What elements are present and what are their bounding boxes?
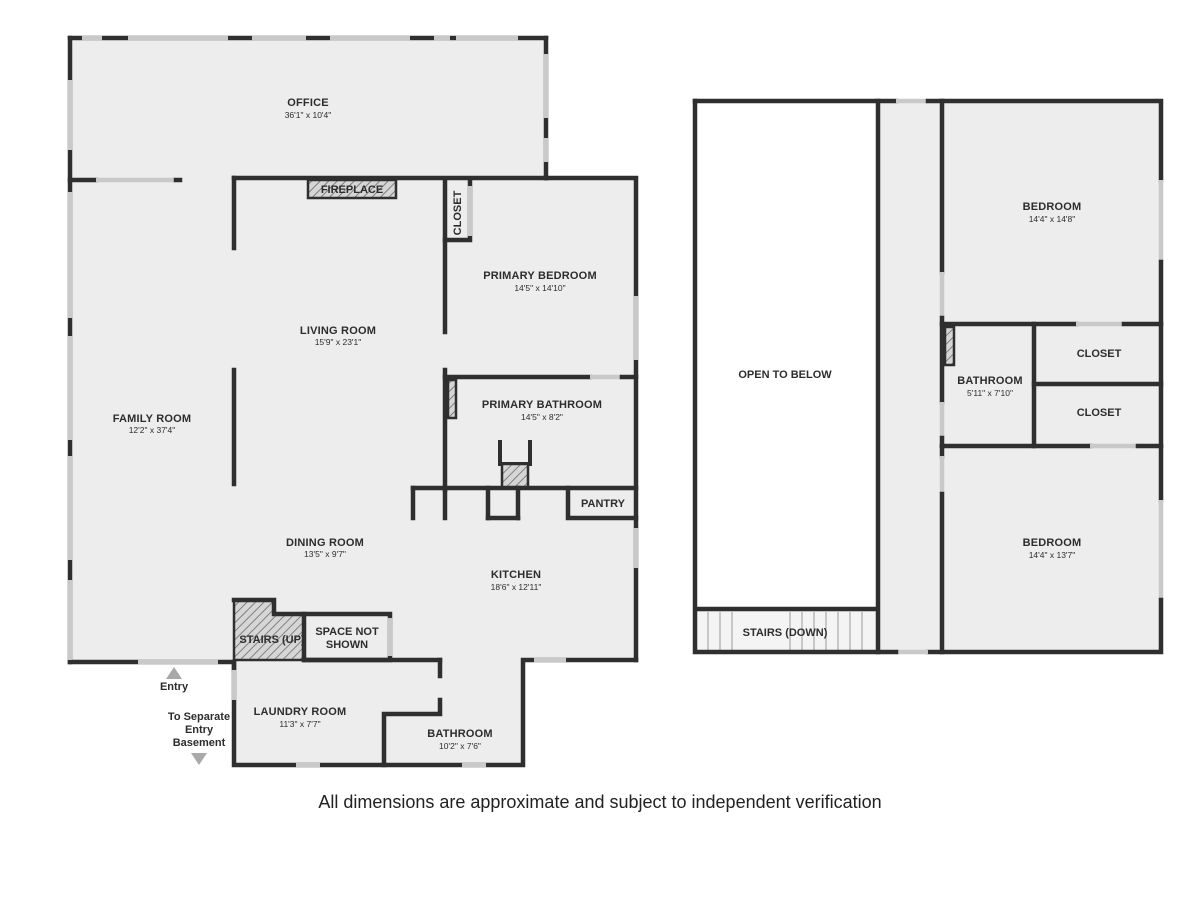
office-label: OFFICE (287, 97, 329, 109)
stairs-up-label: STAIRS (UP) (239, 634, 305, 646)
bathroom-main-dim: 10'2" x 7'6" (439, 741, 481, 751)
stairs-down-treads (707, 612, 863, 650)
upper-floor-labels: OPEN TO BELOW STAIRS (DOWN) BEDROOM 14'4… (738, 201, 1121, 639)
upper-floor (692, 98, 1164, 655)
open-to-below-label: OPEN TO BELOW (738, 369, 832, 381)
laundry-room-label: LAUNDRY ROOM (254, 706, 347, 718)
bath-hatch (446, 378, 458, 420)
kitchen-label: KITCHEN (491, 569, 541, 581)
dining-room-label: DINING ROOM (286, 537, 364, 549)
separate-entry-label-2: Entry (185, 724, 214, 736)
bedroom-upper-2-label: BEDROOM (1023, 537, 1082, 549)
disclaimer-text: All dimensions are approximate and subje… (318, 792, 882, 812)
stairs-down-label: STAIRS (DOWN) (743, 627, 828, 639)
bedroom-upper-2-dim: 14'4" x 13'7" (1029, 550, 1076, 560)
closet-upper-2-label: CLOSET (1077, 407, 1122, 419)
kitchen-dim: 18'6" x 12'11" (491, 582, 542, 592)
main-floor-labels: OFFICE 36'1" x 10'4" FAMILY ROOM 12'2" x… (113, 97, 626, 765)
living-room-label: LIVING ROOM (300, 325, 376, 337)
bedroom-upper-1-label: BEDROOM (1023, 201, 1082, 213)
primary-bedroom-dim: 14'5" x 14'10" (514, 283, 565, 293)
fireplace-hatch (306, 178, 398, 200)
pantry-label: PANTRY (581, 498, 626, 510)
family-room-label: FAMILY ROOM (113, 413, 192, 425)
closet-main-label: CLOSET (452, 190, 464, 235)
primary-bathroom-label: PRIMARY BATHROOM (482, 399, 602, 411)
primary-bathroom-dim: 14'5" x 8'2" (521, 412, 563, 422)
separate-entry-label-3: Basement (173, 737, 226, 749)
upper-bath-hatch (943, 325, 956, 367)
office-dim: 36'1" x 10'4" (285, 110, 332, 120)
space-not-shown-label-1: SPACE NOT (315, 626, 379, 638)
shower-hatch (500, 462, 530, 490)
bedroom-upper-1-dim: 14'4" x 14'8" (1029, 214, 1076, 224)
family-room-dim: 12'2" x 37'4" (129, 425, 176, 435)
bathroom-upper-dim: 5'11" x 7'10" (967, 388, 1013, 398)
entry-label: Entry (160, 681, 189, 693)
laundry-room-dim: 11'3" x 7'7" (279, 719, 320, 729)
dining-room-dim: 13'5" x 9'7" (304, 549, 346, 559)
bathroom-upper-label: BATHROOM (957, 375, 1023, 387)
basement-arrow-icon (191, 753, 207, 765)
closet-upper-1-label: CLOSET (1077, 348, 1122, 360)
main-floor (67, 35, 639, 768)
bathroom-main-label: BATHROOM (427, 728, 493, 740)
living-room-dim: 15'9" x 23'1" (315, 337, 362, 347)
primary-bedroom-label: PRIMARY BEDROOM (483, 270, 597, 282)
entry-arrow-icon (166, 667, 182, 679)
fireplace-label: FIREPLACE (321, 184, 383, 196)
space-not-shown-label-2: SHOWN (326, 639, 368, 651)
separate-entry-label-1: To Separate (168, 711, 230, 723)
